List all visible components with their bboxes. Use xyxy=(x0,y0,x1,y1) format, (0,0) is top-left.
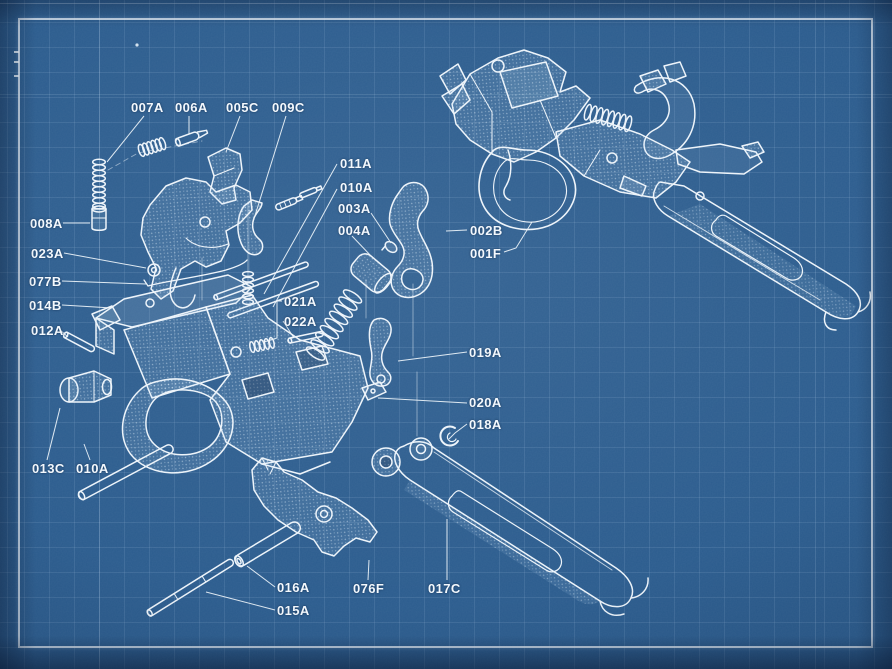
part-label-015a-23: 015A xyxy=(277,603,310,618)
leader-line-010a-5 xyxy=(272,188,338,308)
assembled-receiver xyxy=(439,49,591,163)
part-wire-spring-077b xyxy=(143,259,248,287)
leader-line-076f-24 xyxy=(367,559,370,581)
part-sear-002b xyxy=(388,181,434,299)
part-label-001f-9: 001F xyxy=(470,246,502,261)
assembled-center-body xyxy=(555,119,691,199)
leader-line-009c-3 xyxy=(252,115,287,223)
part-label-077b-12: 077B xyxy=(29,274,62,289)
part-plate-076f xyxy=(251,457,378,557)
part-spring-007a xyxy=(137,136,167,158)
leader-line-007a-0 xyxy=(106,115,145,163)
leader-line-010a-21 xyxy=(83,443,91,461)
leader-line-020a-18 xyxy=(377,397,468,404)
paper-crease-vertical-right xyxy=(815,0,816,669)
part-label-010a-5: 010A xyxy=(340,180,373,195)
leader-line-002b-8 xyxy=(445,229,468,232)
part-guide-rail-017c xyxy=(371,437,649,616)
part-label-006a-1: 006A xyxy=(175,100,208,115)
part-label-019a-17: 019A xyxy=(469,345,502,360)
leader-line-004a-7 xyxy=(351,235,373,258)
leader-line-021a-15 xyxy=(263,300,282,343)
leader-line-014b-13 xyxy=(61,304,113,309)
leader-line-023a-11 xyxy=(63,252,147,269)
part-sear-block xyxy=(140,177,253,309)
part-pin-016a xyxy=(234,521,302,568)
part-label-014b-13: 014B xyxy=(29,298,62,313)
part-label-004a-7: 004A xyxy=(338,223,371,238)
part-cap-003a xyxy=(381,240,398,254)
leader-line-001f-9 xyxy=(503,221,533,253)
part-trigger-housing xyxy=(91,274,369,475)
part-washer-023a xyxy=(147,263,161,277)
leader-line-011a-4 xyxy=(263,163,338,295)
part-spring-021a xyxy=(241,270,255,306)
part-plunger-004a xyxy=(350,253,393,294)
part-label-016a-22: 016A xyxy=(277,580,310,595)
leader-line-003a-6 xyxy=(370,212,392,244)
assembled-trigger-guard xyxy=(478,146,577,231)
part-label-018a-19: 018A xyxy=(469,417,502,432)
assembled-guide-rail xyxy=(652,181,872,331)
part-rod-011a xyxy=(213,261,309,301)
part-block-020a xyxy=(361,381,387,401)
part-label-011a-4: 011A xyxy=(340,156,372,171)
part-spring-022a xyxy=(249,336,275,354)
part-pin-015a xyxy=(146,558,235,617)
leader-line-022a-16 xyxy=(282,320,295,339)
part-label-023a-11: 023A xyxy=(31,246,64,261)
leader-line-005c-2 xyxy=(225,115,241,153)
paper-crease-top xyxy=(0,3,892,4)
exploded-view-drawing xyxy=(59,129,649,617)
leader-line-019a-17 xyxy=(397,351,468,362)
part-label-009c-3: 009C xyxy=(272,100,305,115)
part-label-005c-2: 005C xyxy=(226,100,259,115)
part-label-003a-6: 003A xyxy=(338,201,371,216)
part-screw-small-2 xyxy=(299,185,323,199)
leader-line-013c-20 xyxy=(46,407,61,461)
part-label-021a-15: 021A xyxy=(284,294,317,309)
leader-line-012a-14 xyxy=(59,329,69,338)
part-label-017c-25: 017C xyxy=(428,581,461,596)
part-label-008a-10: 008A xyxy=(30,216,63,231)
part-label-013c-20: 013C xyxy=(32,461,65,476)
part-label-020a-18: 020A xyxy=(469,395,502,410)
leader-line-015a-23 xyxy=(205,591,276,611)
part-hammer-spring xyxy=(305,289,363,361)
part-label-002b-8: 002B xyxy=(470,223,503,238)
part-spring-upper-left xyxy=(91,158,107,210)
registration-marks xyxy=(14,43,139,77)
leader-line-077b-12 xyxy=(61,280,147,285)
part-plunger-013c xyxy=(59,370,113,403)
part-pin-006a xyxy=(174,129,209,147)
part-label-076f-24: 076F xyxy=(353,581,385,596)
leader-line-016a-22 xyxy=(246,565,276,588)
leader-line-018a-19 xyxy=(448,423,468,440)
part-label-012a-14: 012A xyxy=(31,323,64,338)
part-label-022a-16: 022A xyxy=(284,314,317,329)
assembled-view-drawing xyxy=(439,49,872,331)
part-label-007a-0: 007A xyxy=(131,100,164,115)
part-label-010a-21: 010A xyxy=(76,461,109,476)
assembled-side-bar xyxy=(675,141,765,175)
part-plunger-008a xyxy=(91,205,107,231)
drawing-border-frame xyxy=(18,18,873,648)
part-clip-018a xyxy=(439,425,459,447)
